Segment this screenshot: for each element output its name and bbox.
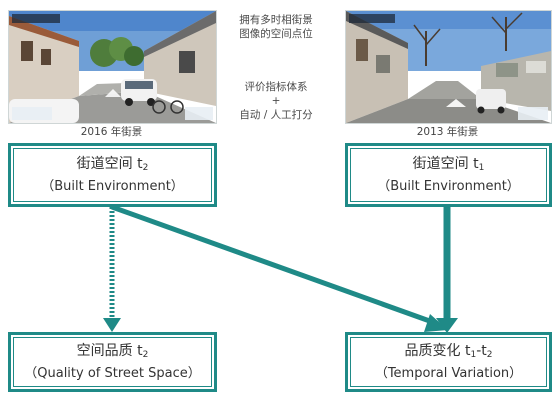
- photo-caption-2013: 2013 年街景: [416, 126, 479, 138]
- box-temporal-variation: 品质变化 t1-t2 （Temporal Variation）: [345, 332, 552, 392]
- box-title: 品质变化 t1-t2: [404, 342, 493, 360]
- street-view-image-2016: [9, 11, 216, 123]
- box-subtitle: （Quality of Street Space）: [24, 365, 201, 381]
- box-quality-t2: 空间品质 t2 （Quality of Street Space）: [8, 332, 217, 392]
- photo-caption-2016: 2016 年街景: [80, 126, 143, 138]
- middle-line-3: 评价指标体系: [244, 81, 308, 93]
- box-street-space-t2: 街道空间 t2 （Built Environment）: [8, 143, 217, 207]
- middle-line-5: 自动 / 人工打分: [239, 109, 313, 121]
- box-title: 空间品质 t2: [76, 342, 149, 360]
- middle-line-1: 拥有多时相街景: [239, 14, 313, 26]
- box-street-space-t1: 街道空间 t1 （Built Environment）: [345, 143, 552, 207]
- diagonal-arrow-shaft: [111, 204, 439, 327]
- box-title: 街道空间 t2: [76, 155, 149, 173]
- middle-description: 拥有多时相街景 图像的空间点位: [218, 13, 334, 41]
- vertical-arrow-head: [436, 318, 458, 333]
- box-subtitle: （Temporal Variation）: [374, 365, 523, 381]
- street-view-image-2013: [346, 11, 551, 123]
- box-title: 街道空间 t1: [412, 155, 485, 173]
- middle-method: 评价指标体系 + 自动 / 人工打分: [218, 80, 334, 122]
- box-subtitle: （Built Environment）: [41, 178, 184, 194]
- middle-line-2: 图像的空间点位: [239, 28, 313, 40]
- street-view-photo-2016: [8, 10, 217, 124]
- diagonal-arrow-head: [424, 314, 448, 332]
- box-subtitle: （Built Environment）: [377, 178, 520, 194]
- middle-line-4: +: [271, 95, 281, 107]
- street-view-photo-2013: [345, 10, 552, 124]
- dotted-arrow-head: [103, 318, 121, 332]
